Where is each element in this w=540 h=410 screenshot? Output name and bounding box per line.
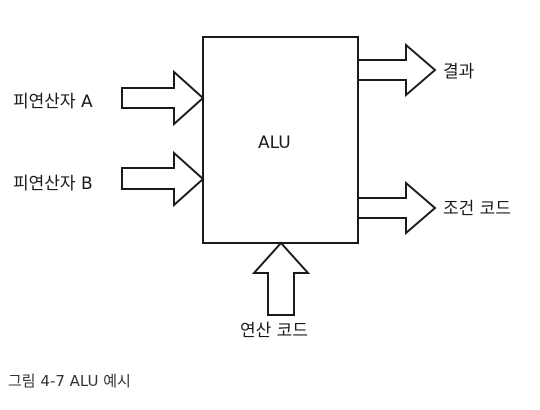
- condition-code-arrow: [357, 180, 437, 236]
- result-arrow: [357, 42, 437, 98]
- opcode-label: 연산 코드: [240, 321, 308, 341]
- result-label: 결과: [443, 62, 475, 82]
- operand-b-label: 피연산자 B: [13, 174, 93, 194]
- figure-caption: 그림 4-7 ALU 예시: [8, 372, 131, 390]
- operand-a-arrow: [121, 69, 205, 127]
- alu-label: ALU: [258, 133, 291, 153]
- operand-a-label: 피연산자 A: [13, 92, 93, 112]
- opcode-arrow: [251, 241, 311, 316]
- condition-code-label: 조건 코드: [443, 199, 511, 219]
- operand-b-arrow: [121, 150, 205, 208]
